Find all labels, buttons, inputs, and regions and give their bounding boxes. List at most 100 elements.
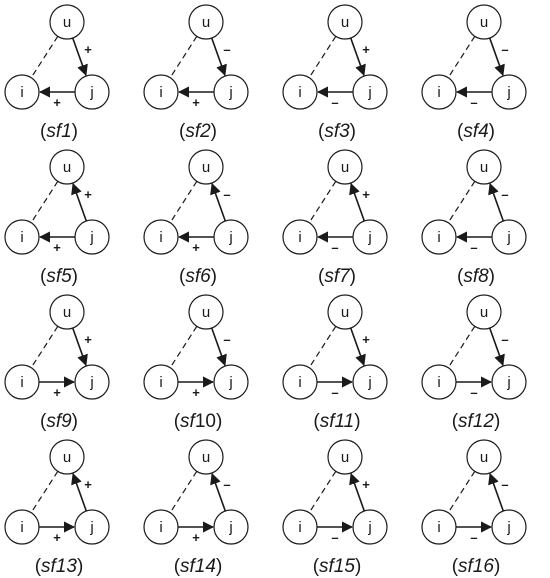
dashed-edge-u-i [308, 470, 337, 514]
node-j-circle [352, 74, 388, 110]
node-i-label: i [298, 374, 301, 391]
node-u-circle [327, 439, 363, 475]
dashed-edge-u-i [447, 470, 476, 514]
node-i-label: i [298, 519, 301, 536]
node-j-circle [213, 364, 249, 400]
node-i-label: i [298, 229, 301, 246]
node-i-circle [4, 74, 40, 110]
panel-caption: (sf14) [174, 556, 223, 577]
sign-label-u-j: + [84, 42, 92, 57]
sign-label-u-j: + [84, 187, 92, 202]
dashed-edge-u-i [30, 180, 59, 224]
node-u-label: u [341, 449, 349, 466]
node-j-label: j [89, 229, 93, 246]
node-u-circle [466, 439, 502, 475]
dashed-edge-u-i [447, 180, 476, 224]
panel-caption: (sf8) [457, 266, 495, 287]
sign-label-u-j: + [362, 187, 370, 202]
sign-label-i-j: – [331, 240, 338, 255]
node-j-label: j [506, 229, 510, 246]
arrow-edge-u-j [210, 182, 227, 222]
node-u-circle [327, 149, 363, 185]
node-i-circle [4, 219, 40, 255]
node-u-circle [49, 439, 85, 475]
node-i-circle [282, 219, 318, 255]
sign-label-i-j: + [53, 385, 61, 400]
node-i-label: i [159, 84, 162, 101]
arrow-edge-u-j [488, 327, 505, 367]
node-u-circle [188, 294, 224, 330]
panel-caption: (sf6) [179, 266, 217, 287]
node-j-label: j [228, 374, 232, 391]
panel-caption: (sf4) [457, 121, 495, 142]
node-u-circle [49, 294, 85, 330]
arrow-edge-u-j [488, 37, 505, 77]
dashed-edge-u-i [30, 470, 59, 514]
node-j-label: j [367, 374, 371, 391]
node-j-label: j [506, 519, 510, 536]
sign-label-i-j: + [53, 530, 61, 545]
node-i-label: i [159, 519, 162, 536]
node-i-circle [421, 364, 457, 400]
panel-caption: (sf2) [179, 121, 217, 142]
arrow-edge-u-j [349, 182, 366, 222]
node-i-circle [282, 364, 318, 400]
sign-label-u-j: – [501, 42, 508, 57]
node-j-circle [491, 219, 527, 255]
sign-label-i-j: + [192, 95, 200, 110]
node-u-circle [188, 4, 224, 40]
dashed-edge-u-i [308, 325, 337, 369]
panel-caption: (sf1) [40, 121, 78, 142]
node-i-circle [143, 509, 179, 545]
node-u-label: u [202, 304, 210, 321]
sign-label-i-j: + [53, 95, 61, 110]
node-u-circle [466, 294, 502, 330]
node-u-label: u [63, 14, 71, 31]
node-j-label: j [367, 229, 371, 246]
node-i-circle [421, 219, 457, 255]
node-j-circle [74, 364, 110, 400]
arrow-edge-u-j [71, 327, 88, 367]
node-j-label: j [367, 519, 371, 536]
node-i-label: i [298, 84, 301, 101]
dashed-edge-u-i [169, 470, 198, 514]
node-u-label: u [202, 449, 210, 466]
arrow-edge-u-j [71, 472, 88, 512]
arrow-edge-u-j [210, 37, 227, 77]
sign-label-u-j: – [501, 187, 508, 202]
node-u-label: u [480, 449, 488, 466]
node-i-label: i [20, 374, 23, 391]
node-i-circle [421, 74, 457, 110]
node-j-label: j [367, 84, 371, 101]
sign-label-u-j: – [223, 187, 230, 202]
arrow-edge-u-j [210, 327, 227, 367]
node-u-circle [466, 4, 502, 40]
node-j-label: j [506, 374, 510, 391]
node-u-circle [466, 149, 502, 185]
node-i-label: i [20, 519, 23, 536]
sign-label-u-j: + [362, 477, 370, 492]
node-i-label: i [159, 374, 162, 391]
dashed-edge-u-i [447, 35, 476, 79]
dashed-edge-u-i [308, 35, 337, 79]
sign-label-i-j: – [470, 95, 477, 110]
sign-label-u-j: – [501, 332, 508, 347]
node-i-circle [143, 74, 179, 110]
panel-caption: (sf9) [40, 411, 78, 432]
node-i-circle [282, 509, 318, 545]
node-i-label: i [159, 229, 162, 246]
panel-caption: (sf13) [35, 556, 84, 577]
sign-label-i-j: – [331, 95, 338, 110]
sign-label-u-j: – [223, 42, 230, 57]
dashed-edge-u-i [447, 325, 476, 369]
sign-label-i-j: – [470, 530, 477, 545]
node-i-circle [143, 219, 179, 255]
sign-label-i-j: – [470, 240, 477, 255]
